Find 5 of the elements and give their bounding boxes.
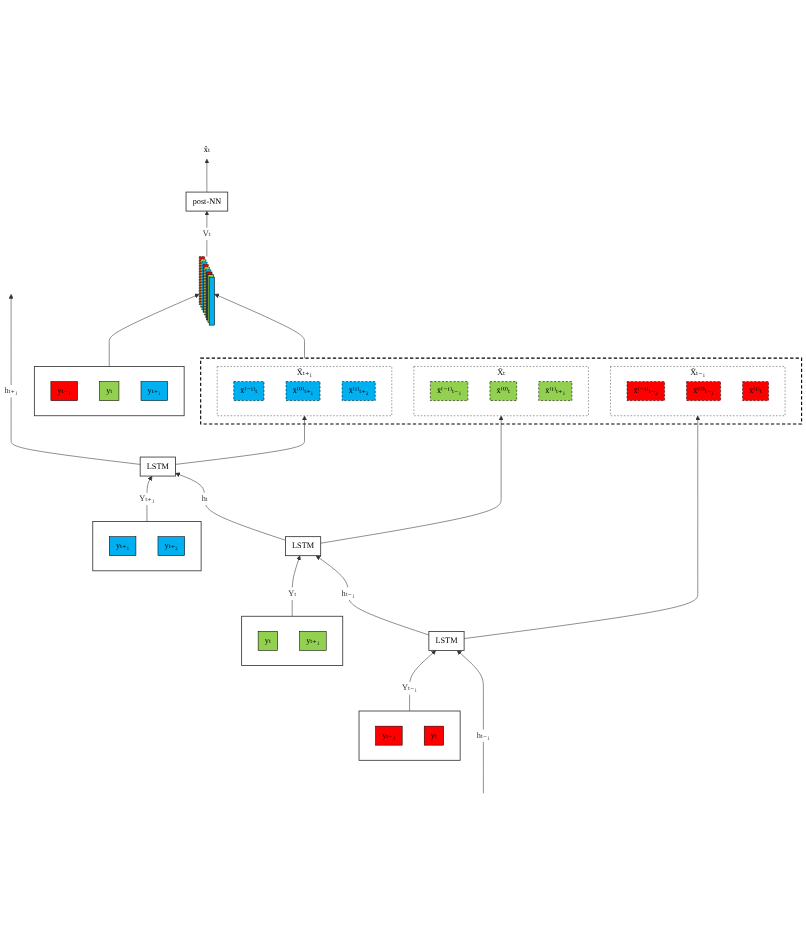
cluster [200,357,803,425]
cluster [358,710,461,761]
cluster [33,366,185,417]
cluster [92,521,202,572]
cluster [241,615,344,666]
